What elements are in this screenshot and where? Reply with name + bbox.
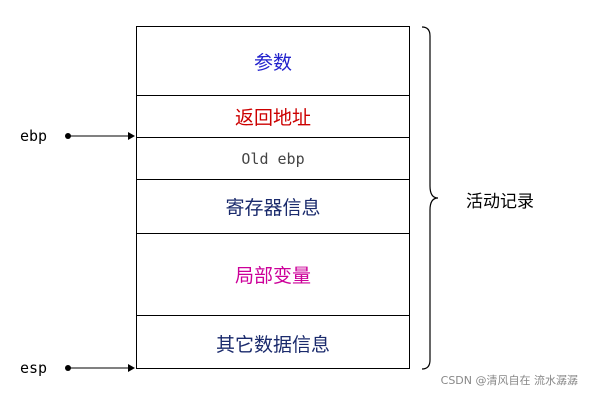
- activation-record-label: 活动记录: [466, 192, 534, 212]
- ebp-label: ebp: [20, 127, 48, 145]
- stack-cell-other-data: 其它数据信息: [137, 315, 409, 370]
- stack-cell-parameters: 参数: [137, 27, 409, 95]
- stack-cell-return-address: 返回地址: [137, 95, 409, 137]
- stack-cell-label: 其它数据信息: [215, 333, 330, 356]
- esp-label: esp: [20, 359, 48, 377]
- esp-pointer: esp: [0, 359, 136, 377]
- ebp-arrow-icon: [65, 132, 135, 140]
- stack-frame-diagram: 参数 返回地址 Old ebp 寄存器信息 局部变量 其它数据信息: [136, 26, 410, 369]
- stack-cell-label: Old ebp: [241, 149, 305, 168]
- stack-cell-registers: 寄存器信息: [137, 179, 409, 233]
- right-brace-icon: [421, 26, 439, 370]
- esp-arrow-icon: [65, 364, 135, 372]
- stack-cell-label: 局部变量: [234, 265, 311, 287]
- stack-cell-label: 参数: [253, 51, 292, 74]
- stack-cell-label: 寄存器信息: [225, 197, 321, 219]
- stack-cell-old-ebp: Old ebp: [137, 137, 409, 179]
- watermark: CSDN @清风自在 流水潺潺: [440, 374, 578, 387]
- ebp-pointer: ebp: [0, 127, 136, 145]
- stack-cell-label: 返回地址: [234, 107, 311, 129]
- stack-cell-local-variables: 局部变量: [137, 233, 409, 315]
